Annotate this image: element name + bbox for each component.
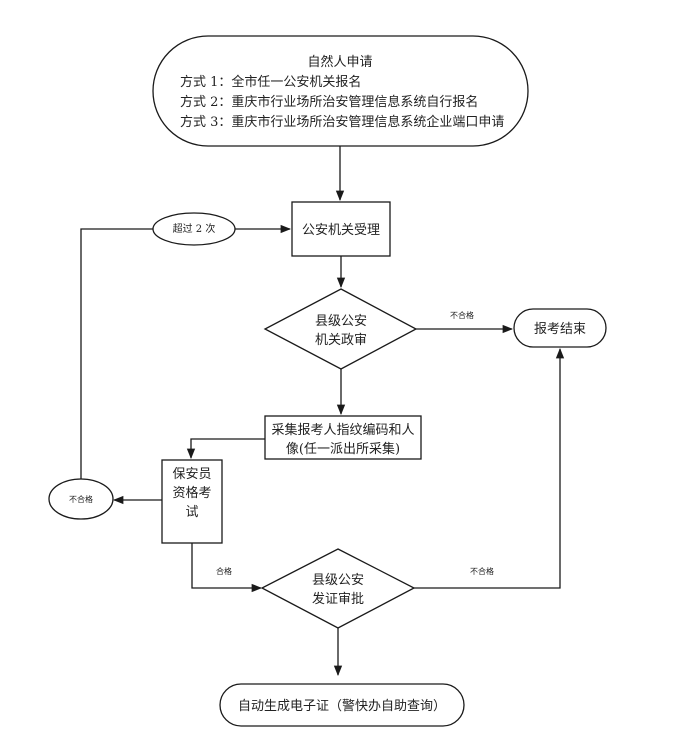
- exam-fail-label: 不合格: [69, 494, 93, 504]
- result-label: 自动生成电子证（警快办自助查询）: [238, 698, 446, 714]
- exam-label-2: 资格考: [172, 485, 211, 501]
- review-label-1: 县级公安: [315, 314, 367, 329]
- approve-node: 县级公安 发证审批: [260, 548, 416, 629]
- approve-label-1: 县级公安: [312, 573, 364, 588]
- accept-label: 公安机关受理: [302, 223, 380, 238]
- arrow-collect-to-exam: [186, 438, 265, 460]
- arrow-approve-fail: [414, 347, 565, 589]
- start-method-3: 方式 3：重庆市行业场所治安管理信息系统企业端口申请: [180, 114, 504, 130]
- start-method-2: 方式 2：重庆市行业场所治安管理信息系统自行报名: [180, 94, 478, 110]
- start-title: 自然人申请: [307, 54, 372, 70]
- approve-label-2: 发证审批: [312, 591, 364, 607]
- exam-node: 保安员 资格考 试: [161, 459, 223, 544]
- exam-label-1: 保安员: [172, 467, 211, 482]
- retry-node: 超过 2 次: [152, 212, 236, 246]
- end-node: 报考结束: [513, 308, 607, 348]
- exam-pass-label: 合格: [216, 566, 232, 576]
- exam-fail-node: 不合格: [48, 478, 114, 520]
- collect-label-1: 采集报考人指纹编码和人: [271, 422, 414, 438]
- retry-label: 超过 2 次: [173, 222, 216, 235]
- review-label-2: 机关政审: [315, 333, 367, 348]
- start-node: 自然人申请 方式 1：全市任一公安机关报名 方式 2：重庆市行业场所治安管理信息…: [152, 35, 529, 147]
- review-node: 县级公安 机关政审: [263, 288, 418, 370]
- accept-node: 公安机关受理: [291, 201, 391, 257]
- start-method-1: 方式 1：全市任一公安机关报名: [180, 74, 361, 90]
- loop-line-up: [80, 228, 153, 479]
- collect-label-2: 像(任一派出所采集): [286, 441, 400, 457]
- exam-label-3: 试: [185, 505, 198, 520]
- approve-fail-label: 不合格: [470, 566, 494, 576]
- collect-node: 采集报考人指纹编码和人 像(任一派出所采集): [264, 415, 422, 460]
- end-label: 报考结束: [534, 322, 586, 337]
- result-node: 自动生成电子证（警快办自助查询）: [219, 683, 465, 727]
- review-fail-label: 不合格: [450, 310, 474, 320]
- arrow-exam-pass: [191, 543, 263, 593]
